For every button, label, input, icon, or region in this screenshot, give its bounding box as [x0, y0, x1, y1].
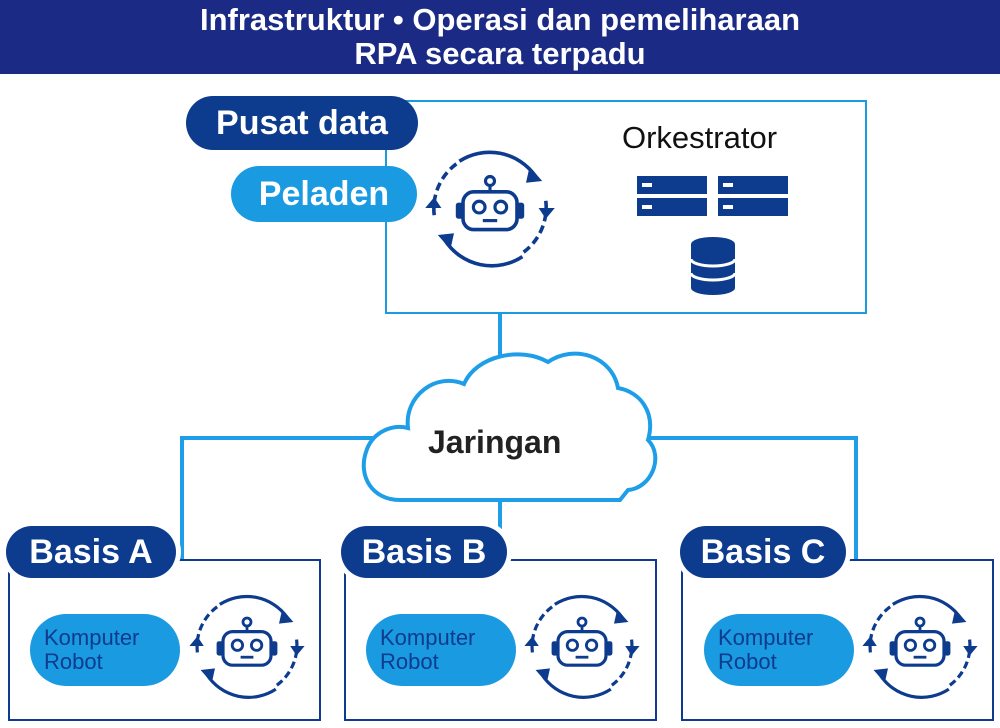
- basis-c-label: Basis C: [680, 526, 846, 578]
- basis-a-label: Basis A: [6, 526, 176, 578]
- robot-computer-text: Robot: [44, 649, 103, 674]
- robot-computer-text: Robot: [718, 649, 777, 674]
- server-rack-icon: [637, 176, 788, 216]
- database-icon: [689, 237, 737, 295]
- cloud-icon: [361, 351, 658, 502]
- robot-computer-b: Komputer Robot: [366, 614, 516, 686]
- robot-computer-text: Robot: [380, 649, 439, 674]
- network-label: Jaringan: [428, 424, 562, 460]
- basis-b-label: Basis B: [341, 526, 507, 578]
- title-line-1: Infrastruktur • Operasi dan pemeliharaan: [199, 2, 801, 37]
- orchestrator-label: Orkestrator: [622, 120, 778, 155]
- robot-computer-a: Komputer Robot: [30, 614, 180, 686]
- robot-computer-text: Komputer: [380, 625, 476, 650]
- title-banner: Infrastruktur • Operasi dan pemeliharaan…: [0, 0, 1000, 74]
- robot-computer-text: Komputer: [718, 625, 814, 650]
- robot-computer-c: Komputer Robot: [704, 614, 854, 686]
- server-label: Peladen: [231, 166, 417, 222]
- robot-computer-text: Komputer: [44, 625, 140, 650]
- title-line-2: RPA secara terpadu: [354, 36, 646, 71]
- datacenter-label: Pusat data: [186, 96, 418, 150]
